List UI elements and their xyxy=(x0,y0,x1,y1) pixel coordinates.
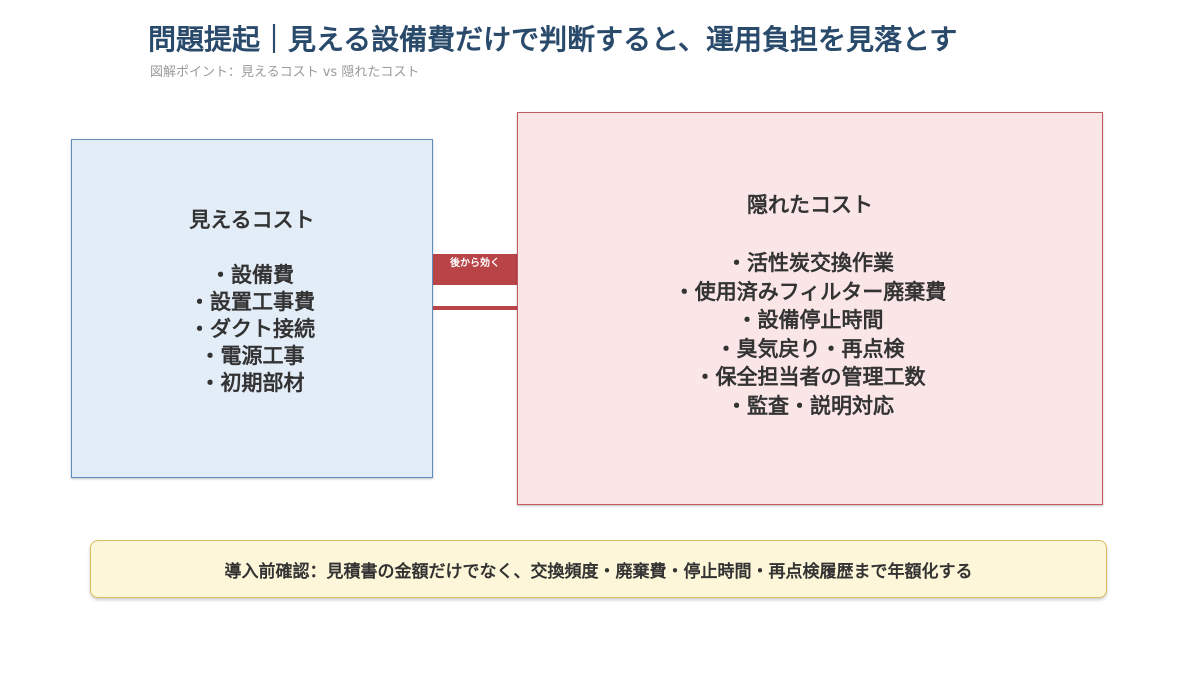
hidden-cost-item: ・保全担当者の管理工数 xyxy=(694,365,926,389)
hidden-cost-item: ・活性炭交換作業 xyxy=(726,251,894,275)
visible-cost-item: ・設置工事費 xyxy=(189,290,315,314)
visible-cost-item: ・設備費 xyxy=(210,263,294,287)
hidden-cost-box: 隠れたコスト ・活性炭交換作業 ・使用済みフィルター廃棄費 ・設備停止時間 ・臭… xyxy=(517,112,1103,505)
action-note-text: 導入前確認：見積書の金額だけでなく、交換頻度・廃棄費・停止時間・再点検履歴まで年… xyxy=(224,561,973,582)
hidden-cost-item: ・設備停止時間 xyxy=(736,308,884,332)
action-note: 導入前確認：見積書の金額だけでなく、交換頻度・廃棄費・停止時間・再点検履歴まで年… xyxy=(90,540,1107,598)
hidden-cost-item: ・臭気戻り・再点検 xyxy=(715,336,905,361)
visible-cost-title: 見えるコスト xyxy=(189,208,315,232)
hidden-cost-item: ・監査・説明対応 xyxy=(726,393,894,418)
connector-line xyxy=(433,306,517,310)
visible-cost-list: ・設備費 ・設置工事費 ・ダクト接続 ・電源工事 ・初期部材 xyxy=(189,262,315,397)
hidden-cost-item: ・使用済みフィルター廃棄費 xyxy=(673,279,947,304)
connector-label: 後から効く xyxy=(433,254,517,285)
hidden-cost-title: 隠れたコスト xyxy=(747,193,873,217)
visible-cost-item: ・初期部材 xyxy=(199,371,305,395)
visible-cost-box: 見えるコスト ・設備費 ・設置工事費 ・ダクト接続 ・電源工事 ・初期部材 xyxy=(71,139,433,478)
hidden-cost-list: ・活性炭交換作業 ・使用済みフィルター廃棄費 ・設備停止時間 ・臭気戻り・再点検… xyxy=(674,249,947,420)
visible-cost-item: ・電源工事 xyxy=(199,344,305,368)
page-subtitle: 図解ポイント：見えるコスト vs 隠れたコスト xyxy=(150,65,420,80)
page-title: 問題提起｜見える設備費だけで判断すると、運用負担を見落とす xyxy=(148,23,958,56)
visible-cost-item: ・ダクト接続 xyxy=(189,317,315,341)
